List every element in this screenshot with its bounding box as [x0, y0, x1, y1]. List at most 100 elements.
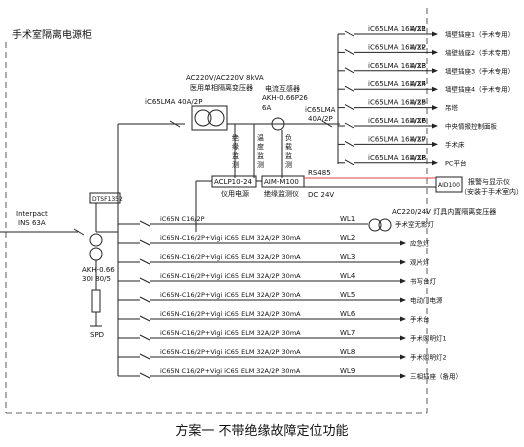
upper-section: [117, 34, 463, 232]
interpact-label-1: Interpact: [16, 210, 48, 218]
transformer-label-2: 医用单相隔离变压器: [190, 83, 253, 92]
outlet-breaker-symbol: [344, 122, 355, 129]
circuit-breaker-label: iC65N-C16/2P+Vigi iC65 ELM 32A/2P 30mA: [160, 348, 301, 356]
insulation-monitor-label: AIM-M100: [264, 178, 299, 186]
alarm-device-label: AID100: [438, 182, 460, 189]
outlet-load: 中央情报控制面板: [445, 122, 498, 131]
outlet-code: WX3: [410, 62, 426, 70]
outlet-load: 墙壁插座4（手术专用）: [445, 85, 514, 94]
outlet-code: WX7: [410, 135, 426, 143]
ct2-label-2: 30I 80/5: [82, 275, 111, 283]
outlet-breaker-symbol: [344, 30, 355, 37]
circuit-breaker-symbol: [139, 334, 151, 341]
circuit-code: WL7: [340, 329, 355, 337]
circuit-breaker-label: iC65N-C16/2P+Vigi iC65 ELM 32A/2P 30mA: [160, 329, 301, 337]
spd-label: SPD: [90, 331, 104, 339]
circuit-breaker-label: iC65N C16/2P: [160, 215, 205, 223]
transformer-label-1: AC220V/AC220V 8kVA: [186, 74, 264, 82]
outlet-load: 墙壁插座3（手术专用）: [445, 66, 514, 75]
lamp-transformer: [368, 218, 392, 232]
svg-text:监: 监: [285, 151, 292, 160]
ct-label-1: 电流互感器: [265, 84, 300, 93]
alarm-display-box: [435, 176, 463, 193]
outlet-load: 吊塔: [445, 103, 459, 112]
svg-text:测: 测: [285, 161, 292, 169]
circuit-code: WL2: [340, 234, 355, 242]
svg-text:测: 测: [257, 161, 264, 169]
outlet-load: PC平台: [445, 158, 466, 167]
lamp-transformer-label: AC220/24V 灯具内置隔离变压器: [392, 207, 496, 216]
circuit-breaker-symbol: [139, 296, 151, 303]
outlet-breaker-label: iC65LMA 16A/2P: [368, 135, 425, 143]
svg-text:监: 监: [232, 151, 239, 160]
main-breaker-symbol: [169, 120, 181, 128]
arrow-icon: [432, 123, 438, 129]
lower-section: [0, 192, 121, 376]
outlet-breaker-label: iC65LMA 16A/2P: [368, 43, 425, 51]
circuit-code: WL9: [340, 367, 355, 375]
power-module-label: ACLP10-24: [214, 178, 253, 186]
svg-text:载: 载: [285, 142, 292, 151]
arrow-icon: [400, 278, 406, 284]
interpact-label-2: INS 63A: [18, 219, 46, 227]
arrow-icon: [400, 240, 406, 246]
outlet-breaker-symbol: [344, 140, 355, 147]
circuit-load: 书写台灯: [410, 277, 437, 286]
circuit-breaker-symbol: [139, 239, 151, 246]
circuit-load: 三相插座（备用）: [410, 372, 462, 381]
circuit-breaker-symbol: [139, 258, 151, 265]
outlet-load: 墙壁插座2（手术专用）: [445, 48, 514, 57]
cabinet-title: 手术室隔离电源柜: [12, 28, 92, 41]
circuit-load: 手术照明灯1: [410, 334, 447, 343]
outlet-code: WX1: [410, 25, 426, 33]
outlet-breaker-label: iC65LMA 16A/2P: [368, 117, 425, 125]
isolation-transformer-coil-2: [207, 109, 225, 127]
upper-breakers: [169, 120, 333, 128]
main-breaker-label: iC65LMA 40A/2P: [145, 98, 202, 106]
circuit-breaker-symbol: [139, 315, 151, 322]
outlet-breaker-symbol: [344, 159, 355, 166]
circuit-load: 手术照明灯2: [410, 353, 447, 362]
circuit-breaker-label: iC65N-C16/2P+Vigi iC65 ELM 32A/2P 30mA: [160, 291, 301, 299]
circuit-load: 应急灯: [410, 239, 430, 248]
current-transformer: [271, 117, 285, 131]
ct-rating: 6A: [262, 104, 271, 112]
arrow-icon: [432, 49, 438, 55]
circuit-breaker-symbol: [139, 277, 151, 284]
outlet-code: WX4: [410, 80, 427, 88]
monitor-insulation: 绝 缘 监 测: [232, 133, 239, 169]
outlet-breaker-label: iC65LMA 16A/2P: [368, 25, 425, 33]
circuit-load: 电动门电源: [410, 296, 443, 305]
diagram-caption: 方案一 不带绝缘故障定位功能: [175, 424, 349, 439]
branch-breaker-label-1: iC65LMA: [305, 106, 336, 114]
alarm-note-2: （安装于手术室内）: [460, 187, 523, 196]
circuit-code: WL6: [340, 310, 356, 318]
circuit-breaker-symbol: [139, 353, 151, 360]
svg-text:绝: 绝: [232, 133, 239, 142]
outlet-breaker-label: iC65LMA 16A/2P: [368, 154, 425, 162]
arrow-icon: [432, 86, 438, 92]
monitor-temperature: 温 度 监 测: [257, 133, 264, 169]
outlet-load: 墙壁插座1（手术专用）: [445, 30, 514, 39]
circuit-breaker-symbol: [139, 220, 151, 227]
svg-text:缘: 缘: [232, 142, 239, 151]
svg-text:负: 负: [285, 133, 292, 142]
outlet-breaker-label: iC65LMA 16A/2P: [368, 99, 425, 107]
ct-label-2: AKH-0.66P26: [262, 94, 308, 102]
circuit-code: WL4: [340, 272, 356, 280]
outlet-breaker-label: iC65LMA 16A/2P: [368, 62, 425, 70]
